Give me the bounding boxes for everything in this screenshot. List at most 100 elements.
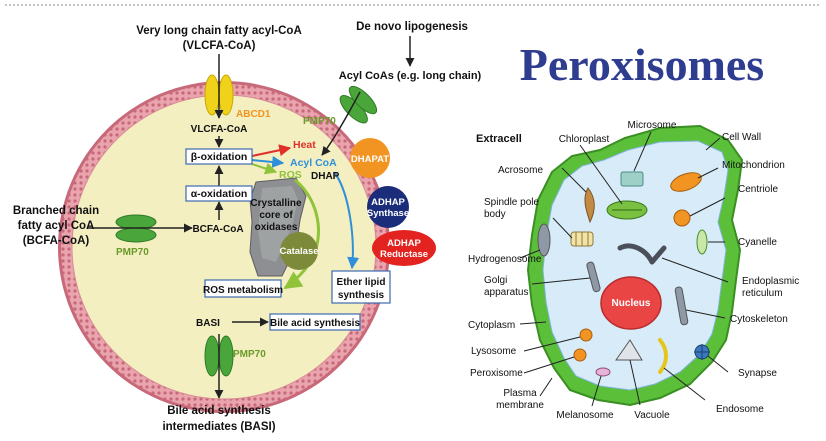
hydrogenosome-label: Hydrogenosome: [468, 254, 542, 265]
vlcfa-coa-label: VLCFA-CoA: [191, 124, 248, 135]
leader-plasma: [539, 377, 553, 397]
acrosome: [584, 187, 595, 224]
leader-cytoplasm: [519, 321, 547, 325]
spindle-label-1: Spindle pole: [484, 197, 539, 208]
er-label-2: reticulum: [742, 288, 783, 299]
arrow-heat: [251, 144, 292, 157]
leader-centriole: [689, 197, 726, 217]
pmp70-label-top: PMP70: [303, 116, 336, 127]
de-novo-label: De novo lipogenesis: [356, 21, 468, 33]
mitochondrion-label: Mitochondrion: [722, 160, 785, 171]
acyl-coa-label: Acyl CoA: [290, 157, 337, 169]
leader-er: [661, 257, 729, 283]
chloroplast-label: Chloroplast: [559, 134, 610, 145]
bile-intermediates-label-1: Bile acid synthesis: [167, 405, 271, 417]
melanosome: [595, 367, 611, 377]
arrow-ros: [251, 162, 278, 175]
peroxisome-diagram: Very long chain fatty acyl-CoA (VLCFA-Co…: [13, 21, 482, 433]
ether-lipid-box: [331, 270, 391, 304]
acyl-coas-label: Acyl CoAs (e.g. long chain): [339, 70, 482, 82]
vlcfa-label-1: Very long chain fatty acyl-CoA: [136, 25, 302, 37]
pmp70-transporter-top: [339, 85, 378, 124]
leader-vacuole: [629, 359, 641, 406]
page-title: Peroxisomes: [520, 39, 764, 90]
alpha-oxidation-box: [185, 185, 253, 202]
cyanelle-label: Cyanelle: [738, 237, 777, 248]
branched-label-3: (BCFA-CoA): [23, 235, 90, 247]
arrow-acyl-coas-in: [321, 91, 361, 156]
microsome-label: Microsome: [628, 120, 677, 131]
acrosome-label: Acrosome: [498, 165, 543, 176]
beta-oxidation-box: [185, 148, 253, 165]
ros-metabolism-label: ROS metabolism: [203, 285, 283, 296]
heat-label: Heat: [293, 139, 316, 151]
adhap-reductase-label-1: ADHAP: [387, 238, 421, 249]
leader-hydrogenosome: [519, 249, 541, 259]
hydrogenosome: [537, 223, 551, 257]
crystalline-label-3: oxidases: [255, 222, 298, 233]
synapse-label: Synapse: [738, 368, 777, 379]
er-label-1: Endoplasmic: [742, 276, 799, 287]
crystalline-label-2: core of: [259, 210, 293, 221]
centriole: [673, 209, 691, 227]
peroxisome-organelle: [573, 348, 587, 362]
leader-golgi: [531, 277, 591, 285]
arrow-acyl-coa: [251, 155, 285, 168]
pmp70-label-bottom: PMP70: [233, 349, 266, 360]
spindle-label-2: body: [484, 209, 506, 220]
extracell-label: Extracell: [476, 133, 522, 145]
microsome: [620, 171, 644, 187]
bcfa-coa-label: BCFA-CoA: [192, 224, 243, 235]
spindle-pole-body: [570, 231, 594, 247]
beta-oxidation-label: β-oxidation: [191, 151, 248, 163]
golgi-apparatus: [586, 261, 601, 293]
leader-spindle: [552, 217, 573, 239]
leader-lysosome: [523, 336, 581, 352]
lysosome: [579, 328, 593, 342]
cell-wall-label: Cell Wall: [722, 132, 761, 143]
leader-melanosome: [591, 375, 602, 407]
golgi-label-2: apparatus: [484, 287, 528, 298]
crystalline-core-highlight: [258, 186, 298, 262]
catalase-label: Catalase: [279, 246, 318, 257]
ether-lipid-label-1: Ether lipid: [337, 277, 386, 288]
plasma-label-2: membrane: [496, 400, 544, 411]
adhap-synthase-label-1: ADHAP: [371, 197, 405, 208]
leader-synapse: [707, 355, 729, 373]
dhap-label: DHAP: [311, 171, 340, 182]
arrow-ros-metabolism: [283, 178, 320, 290]
leader-acrosome: [561, 167, 587, 193]
bile-acid-synthesis-box: [269, 313, 361, 331]
leader-cell-wall: [705, 137, 721, 151]
adhap-synthase-enzyme: [367, 186, 409, 228]
dhapat-label: DHAPAT: [351, 154, 389, 165]
cell-diagram: Extracell Chloroplast Microsome Cell Wal…: [468, 120, 799, 421]
endoplasmic-reticulum: [617, 243, 667, 265]
golgi-label-1: Golgi: [484, 275, 507, 286]
abcd1-label: ABCD1: [236, 109, 271, 120]
pmp70-label-left: PMP70: [116, 247, 149, 258]
pmp70-transporter-left: [115, 214, 157, 243]
basi-label: BASI: [196, 318, 220, 329]
branched-label-1: Branched chain: [13, 205, 99, 217]
ros-label: ROS: [279, 169, 302, 181]
lysosome-label: Lysosome: [471, 346, 517, 357]
leader-endosome: [663, 367, 706, 401]
melanosome-label: Melanosome: [556, 410, 614, 421]
synapse: [694, 344, 710, 360]
cyanelle: [696, 229, 708, 255]
cytoplasm-label: Cytoplasm: [468, 320, 515, 331]
vacuole: [615, 339, 643, 361]
bile-acid-synthesis-label: Bile acid synthesis: [270, 318, 360, 329]
adhap-reductase-enzyme: [372, 230, 436, 266]
vlcfa-label-2: (VLCFA-CoA): [183, 40, 256, 52]
peroxisome-label: Peroxisome: [470, 368, 523, 379]
bile-intermediates-label-2: intermediates (BASI): [162, 421, 275, 433]
plasma-label-1: Plasma: [503, 388, 537, 399]
leader-peroxisome: [523, 356, 575, 374]
endosome: [658, 338, 668, 374]
cytoskeleton: [674, 286, 689, 326]
adhap-reductase-label-2: Reductase: [380, 249, 428, 260]
catalase-enzyme: [280, 232, 318, 270]
